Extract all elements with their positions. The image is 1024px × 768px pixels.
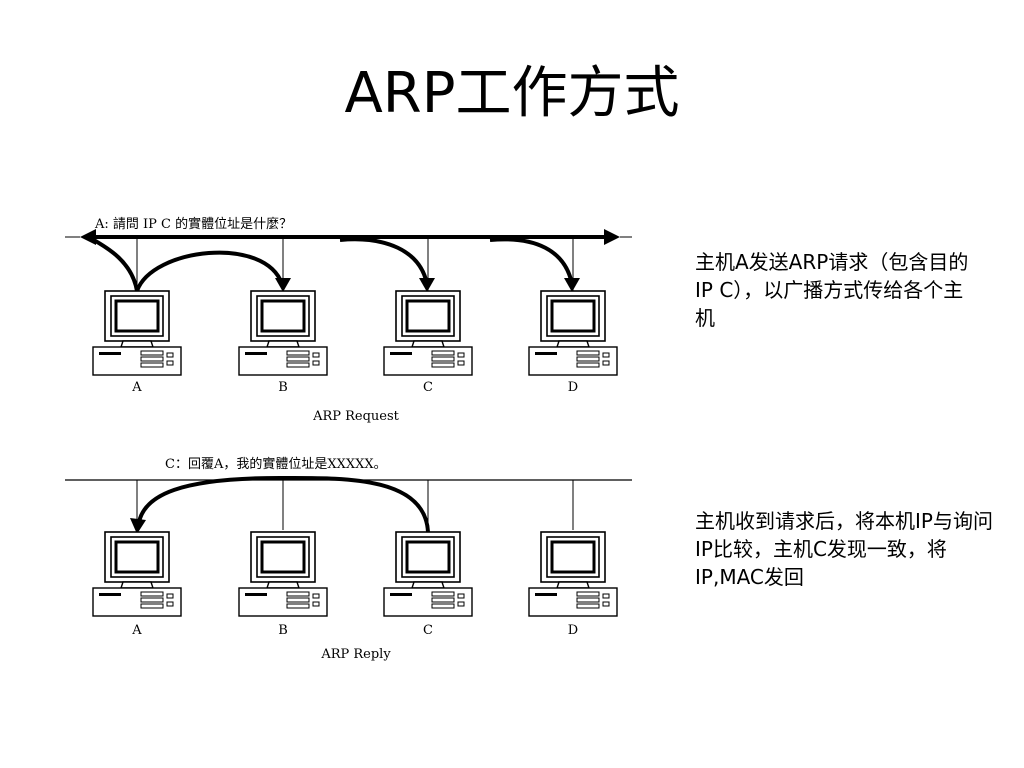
computer-icon-a: [91, 530, 183, 618]
reply-caption: ARP Reply: [320, 647, 391, 662]
host-label-d: D: [568, 380, 578, 395]
slide-title: ARP工作方式: [344, 61, 680, 126]
host-label-a: A: [131, 623, 142, 638]
computer-icon-d: [527, 530, 619, 618]
computer-icon-d: [527, 289, 619, 377]
host-label-c: C: [423, 623, 433, 638]
request-caption: ARP Request: [312, 409, 400, 424]
computer-icon-a: [91, 289, 183, 377]
request-question-label: A: 請問 IP C 的實體位址是什麼？: [94, 216, 292, 232]
bus-right-arrow: [604, 229, 620, 245]
computer-icon-b: [237, 530, 329, 618]
host-label-b: B: [278, 380, 288, 395]
broadcast-arrow-b: [135, 250, 284, 292]
host-label-c: C: [423, 380, 433, 395]
broadcast-arrow-left: [91, 237, 139, 292]
reply-arrow: [137, 475, 430, 533]
request-panel: A: 請問 IP C 的實體位址是什麼？ A B C D ARP Request: [65, 216, 632, 424]
computer-icon-c: [382, 530, 474, 618]
computer-icon-b: [237, 289, 329, 377]
host-label-d: D: [568, 623, 578, 638]
bus-left-arrow: [80, 229, 96, 245]
broadcast-arrow-c: [339, 237, 429, 285]
broadcast-arrow-d: [489, 237, 574, 285]
reply-panel: C：回覆A，我的實體位址是XXXXX。 A B C D ARP Reply: [65, 456, 632, 662]
host-label-b: B: [278, 623, 288, 638]
host-label-a: A: [131, 380, 142, 395]
reply-answer-label: C：回覆A，我的實體位址是XXXXX。: [165, 456, 387, 472]
reply-explanation: 主机收到请求后，将本机IP与询问IP比较，主机C发现一致，将IP,MAC发回: [695, 509, 993, 589]
request-explanation: 主机A发送ARP请求（包含目的IP C），以广播方式传给各个主机: [695, 250, 969, 330]
computer-icon-c: [382, 289, 474, 377]
